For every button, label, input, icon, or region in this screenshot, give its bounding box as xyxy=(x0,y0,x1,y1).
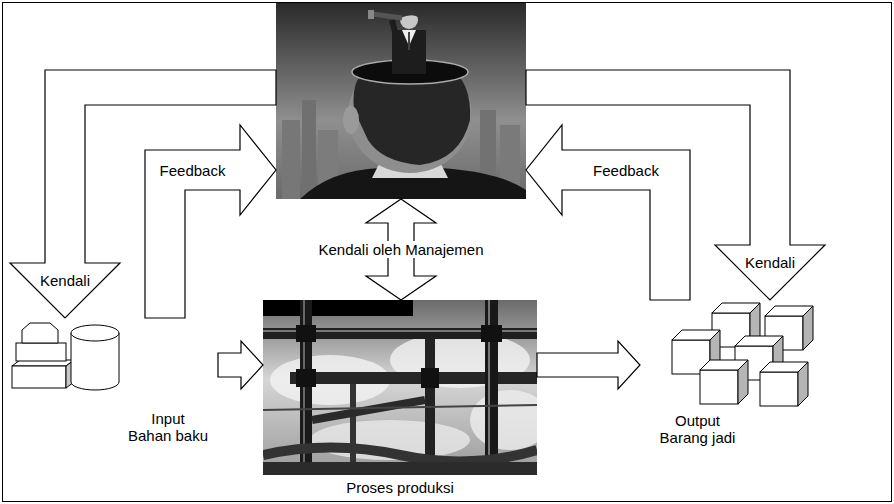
node-heading: Proses produksi xyxy=(346,479,454,496)
cloud xyxy=(470,390,537,450)
node-heading: Output xyxy=(675,412,720,429)
ear xyxy=(343,106,359,134)
edge-label: Kendali xyxy=(37,272,93,289)
text-group: Proses produksi xyxy=(263,479,537,496)
edge-label: Feedback xyxy=(157,162,229,179)
pipe xyxy=(290,372,537,384)
finished-goods-icons xyxy=(672,303,813,406)
tie xyxy=(408,32,410,50)
cube xyxy=(700,360,748,404)
edge-label: Feedback xyxy=(590,162,662,179)
cube xyxy=(760,362,808,406)
building xyxy=(302,100,316,199)
pipe xyxy=(312,400,425,420)
photo-sky xyxy=(263,300,537,475)
node-heading: Input xyxy=(151,410,184,427)
lid xyxy=(22,323,58,343)
rail xyxy=(263,405,537,410)
text-group: InputBahan baku xyxy=(120,410,216,444)
block-arrow xyxy=(526,70,825,300)
small-man-suit xyxy=(392,30,426,74)
edge-label: Kendali oleh Manajemen xyxy=(315,241,486,258)
pipe xyxy=(263,448,537,462)
head xyxy=(348,57,472,173)
input-box: InputBahan baku xyxy=(10,318,218,448)
drum-top xyxy=(71,325,119,341)
raw-material-icons xyxy=(12,323,119,390)
flange xyxy=(481,325,502,342)
block-arrow xyxy=(537,341,640,389)
photo-sky xyxy=(276,3,526,199)
small-man-hair xyxy=(400,10,418,18)
process-box: Proses produksi xyxy=(263,300,537,500)
flange xyxy=(296,325,316,342)
telescope xyxy=(372,14,402,18)
block-arrow xyxy=(218,341,263,389)
flange xyxy=(421,368,439,388)
box xyxy=(12,366,66,388)
page-border xyxy=(3,3,892,502)
block-arrow xyxy=(10,70,276,318)
edge-label: Kendali xyxy=(742,254,798,271)
flange xyxy=(296,369,316,387)
base xyxy=(263,462,537,475)
management-image-box xyxy=(276,3,526,199)
building xyxy=(282,120,300,199)
block-arrow xyxy=(526,125,690,300)
box xyxy=(16,343,66,361)
pipe xyxy=(350,384,356,475)
dark-strip xyxy=(263,300,413,316)
node-text: Barang jadi xyxy=(660,429,736,446)
text-group: OutputBarang jadi xyxy=(640,412,755,446)
telescope-lens xyxy=(368,10,374,19)
node-text: Bahan baku xyxy=(128,427,208,444)
output-box: OutputBarang jadi xyxy=(640,300,830,448)
drum-side xyxy=(71,333,119,390)
arm xyxy=(392,20,396,36)
block-arrow xyxy=(145,125,276,318)
factory-photo xyxy=(263,300,537,475)
management-photo xyxy=(276,3,526,199)
